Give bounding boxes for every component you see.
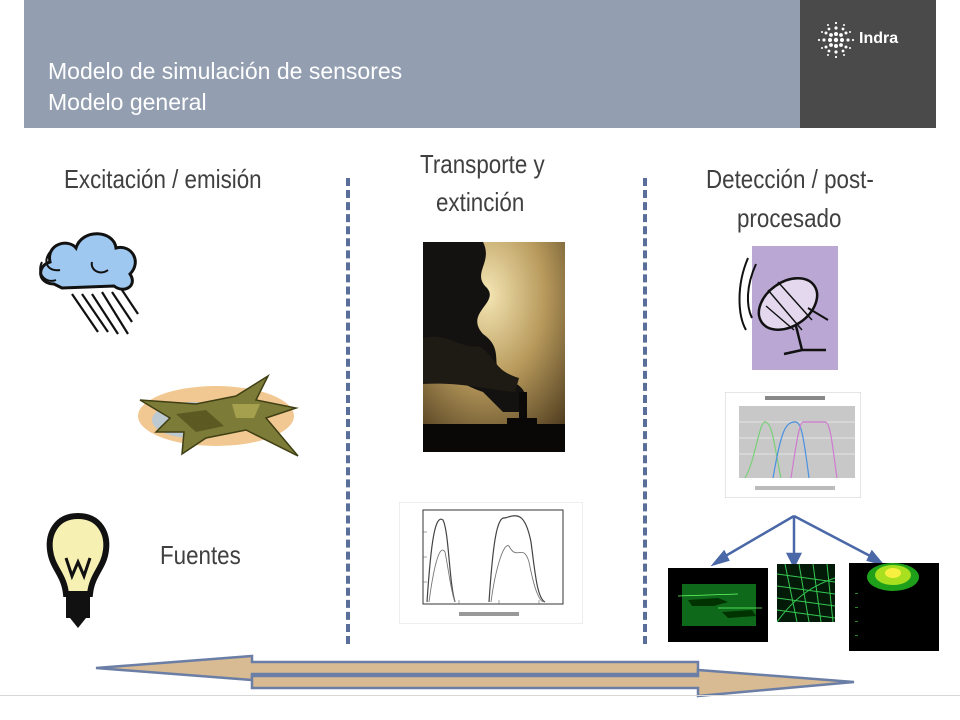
spectral-response-chart-image	[725, 392, 861, 498]
right-column-title-line2: procesado	[737, 203, 842, 233]
right-column-title-line1: Detección / post-	[706, 164, 874, 194]
divider-right	[643, 178, 647, 644]
helicopter-sensor-image	[668, 568, 768, 642]
indra-logo-icon	[817, 21, 855, 59]
left-column-title: Excitación / emisión	[64, 164, 262, 194]
double-arrow-icon	[95, 654, 855, 698]
lightbulb-icon	[46, 512, 110, 628]
cloud-rain-icon	[39, 232, 139, 335]
output-arrows	[710, 514, 886, 568]
footer-divider	[0, 695, 960, 696]
middle-column-title-line2: extinción	[436, 187, 525, 217]
smokestack-photo	[423, 242, 565, 452]
header-bar: Modelo de simulación de sensores Modelo …	[24, 0, 800, 128]
fuentes-label: Fuentes	[160, 540, 241, 570]
page-title: Modelo de simulación de sensores	[48, 58, 403, 84]
satellite-dish-icon	[738, 246, 838, 370]
logo-panel: Indra	[800, 0, 936, 128]
divider-left	[346, 178, 350, 644]
transmittance-chart-image	[399, 502, 583, 624]
page-subtitle: Modelo general	[48, 89, 207, 115]
thermal-image	[849, 563, 939, 651]
logo-text: Indra	[859, 30, 899, 47]
fighter-jet-icon	[138, 374, 299, 457]
middle-column-title-line1: Transporte y	[420, 149, 545, 179]
radar-grid-image	[777, 564, 835, 622]
